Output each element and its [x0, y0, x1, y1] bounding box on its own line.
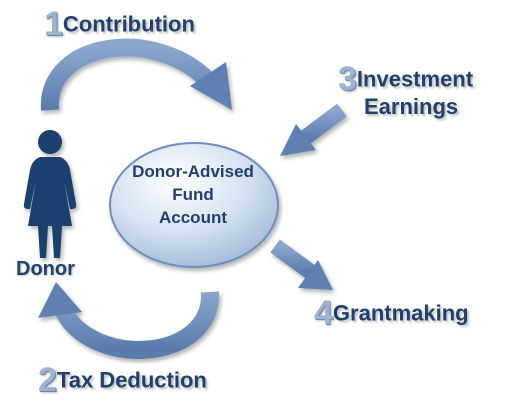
grantmaking-arrow: [270, 239, 333, 290]
step-4-number: 4: [314, 294, 333, 332]
step-2-number: 2: [38, 361, 57, 399]
step-3-text: Investment: [356, 66, 474, 92]
step-1-text: Contribution: [62, 11, 195, 37]
step-3-number: 3: [338, 60, 357, 98]
fund-account-line-3: Account: [159, 208, 227, 227]
fund-account-line-2: Fund: [172, 185, 214, 204]
step-3-label-line2: Earnings: [364, 94, 458, 120]
person-icon: [23, 130, 77, 258]
contribution-arrow: [40, 38, 232, 111]
fund-account-label: Donor-Advised Fund Account: [108, 160, 278, 229]
step-3-label: 3Investment: [338, 60, 473, 99]
tax-deduction-arrow: [38, 282, 219, 359]
donor-label: Donor: [16, 258, 75, 280]
step-1-number: 1: [44, 5, 63, 43]
step-2-label: 2Tax Deduction: [38, 361, 207, 400]
step-4-text: Grantmaking: [332, 300, 469, 326]
step-2-text: Tax Deduction: [56, 367, 207, 393]
step-3-text-line2: Earnings: [364, 94, 459, 119]
step-1-label: 1Contribution: [44, 5, 195, 44]
fund-account-ellipse: [109, 142, 279, 268]
investment-earnings-arrow: [280, 103, 347, 156]
step-4-label: 4Grantmaking: [314, 294, 469, 333]
fund-account-line-1: Donor-Advised: [132, 162, 254, 181]
